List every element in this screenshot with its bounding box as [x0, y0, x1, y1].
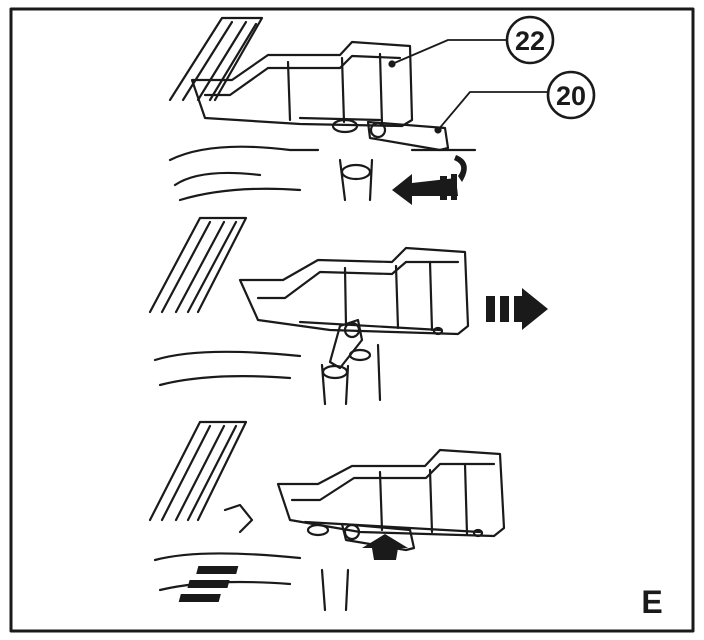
- callout-22-dot: [388, 60, 396, 68]
- base-curve: [168, 145, 320, 162]
- fence-rib-line: [208, 22, 258, 102]
- step-1-loosen-lever: [168, 15, 596, 205]
- figure-frame: [9, 7, 695, 633]
- sub-fence-plate: [276, 448, 506, 538]
- clamp-block: [223, 503, 254, 534]
- fence-rib-line: [196, 20, 248, 102]
- fence-rib: [168, 16, 264, 102]
- clamp-lever: [340, 522, 416, 552]
- step-2-slide-fence: [148, 216, 548, 406]
- fence-rib: [148, 420, 248, 522]
- sub-fence-plate: [190, 40, 414, 128]
- step-3-tighten-lever: [148, 420, 506, 612]
- slide-right-arrow-icon: [486, 288, 548, 330]
- lever-pivot: [369, 121, 387, 139]
- callout-20-leader: [437, 91, 549, 131]
- sub-fence-ribs: [378, 462, 469, 536]
- callout-22-leader: [391, 39, 507, 65]
- knob: [331, 118, 359, 134]
- base-curve: [173, 171, 262, 187]
- callout-20-circle: [546, 70, 596, 120]
- base-edge: [376, 343, 382, 402]
- sub-fence-plate: [238, 246, 470, 336]
- rotate-arrow-icon: [392, 155, 467, 205]
- fence-rib: [148, 216, 248, 314]
- base-curve: [178, 187, 302, 202]
- sub-fence-lip: [203, 54, 402, 97]
- base-column: [338, 158, 374, 202]
- lever-pivot: [343, 523, 361, 541]
- figure-letter: E: [641, 584, 662, 620]
- fence-rib-line: [160, 424, 212, 522]
- knob: [306, 523, 330, 537]
- callout-22-circle: [505, 15, 555, 65]
- slot-end: [432, 326, 444, 336]
- base-column: [320, 568, 350, 612]
- callout-20-dot: [434, 126, 442, 134]
- fence-rib-line: [181, 20, 234, 102]
- lever-pivot: [343, 321, 361, 339]
- fence-slot: [298, 116, 382, 122]
- sub-fence-lip: [290, 462, 496, 502]
- fence-rib-line: [174, 424, 226, 522]
- callout-22-label: 22: [515, 26, 545, 56]
- sub-fence-lip: [256, 260, 460, 300]
- base-column-top: [340, 163, 372, 181]
- knob: [348, 348, 372, 362]
- push-up-arrow-icon: [178, 534, 408, 602]
- fence-slot: [298, 320, 442, 332]
- sub-fence-ribs: [286, 52, 384, 126]
- fence-rib-line: [174, 220, 226, 314]
- fence-rib-line: [186, 424, 238, 522]
- fence-rib-line: [186, 220, 238, 314]
- base-curve: [153, 350, 302, 362]
- fence-rib-line: [160, 220, 212, 314]
- slot-end: [472, 528, 484, 538]
- callout-20-label: 20: [556, 81, 586, 111]
- base-column-top: [321, 364, 349, 380]
- base-curve: [158, 375, 292, 387]
- fence-slot: [303, 520, 482, 534]
- base-column: [320, 363, 350, 406]
- sub-fence-ribs: [343, 260, 434, 332]
- base-curve: [153, 552, 302, 562]
